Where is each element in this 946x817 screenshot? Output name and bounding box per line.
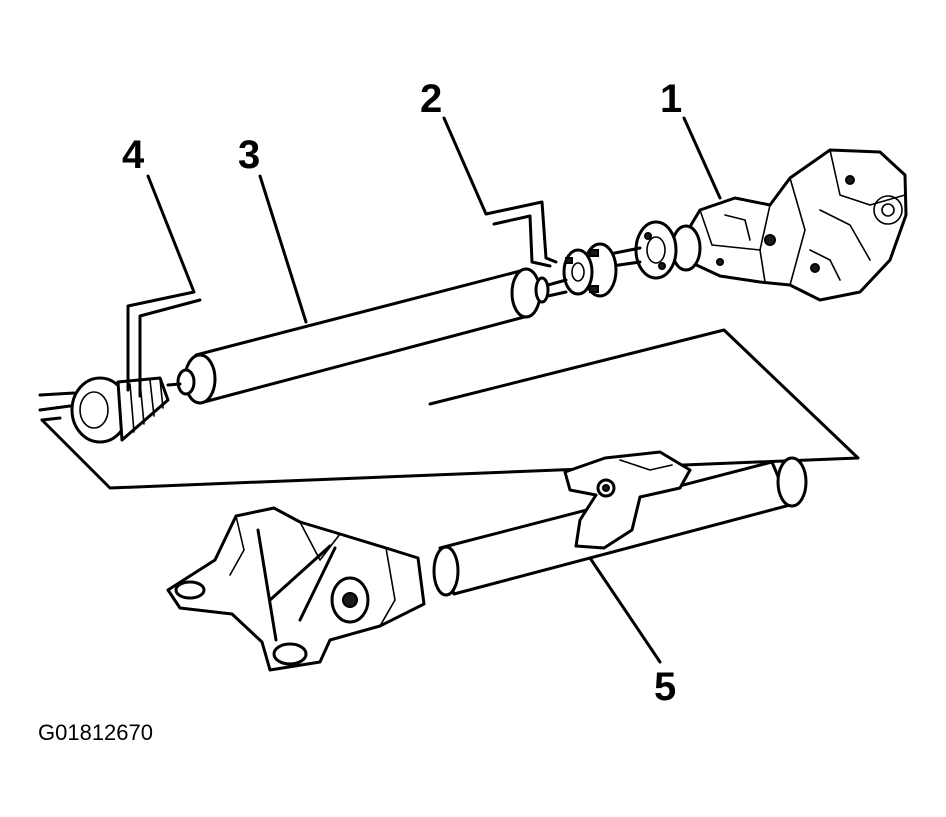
axle-housing-tube — [166, 450, 808, 672]
callout-3: 3 — [238, 133, 260, 177]
assembly-outline-frame — [40, 328, 860, 490]
callout-4: 4 — [122, 133, 145, 177]
callout-5: 5 — [654, 665, 676, 709]
leader-3 — [258, 174, 308, 324]
leader-2 — [442, 116, 558, 264]
differential-carrier — [603, 148, 908, 302]
callout-1: 1 — [660, 77, 682, 121]
figure-id: G01812670 — [38, 720, 153, 745]
callout-2: 2 — [420, 77, 442, 121]
leader-4 — [126, 174, 196, 392]
leader-5 — [588, 556, 662, 664]
leader-lines — [126, 116, 722, 664]
drive-shaft-tube — [176, 267, 568, 405]
flange-coupling — [562, 242, 618, 298]
leader-1 — [682, 116, 722, 200]
cv-joint-boot — [38, 376, 182, 444]
